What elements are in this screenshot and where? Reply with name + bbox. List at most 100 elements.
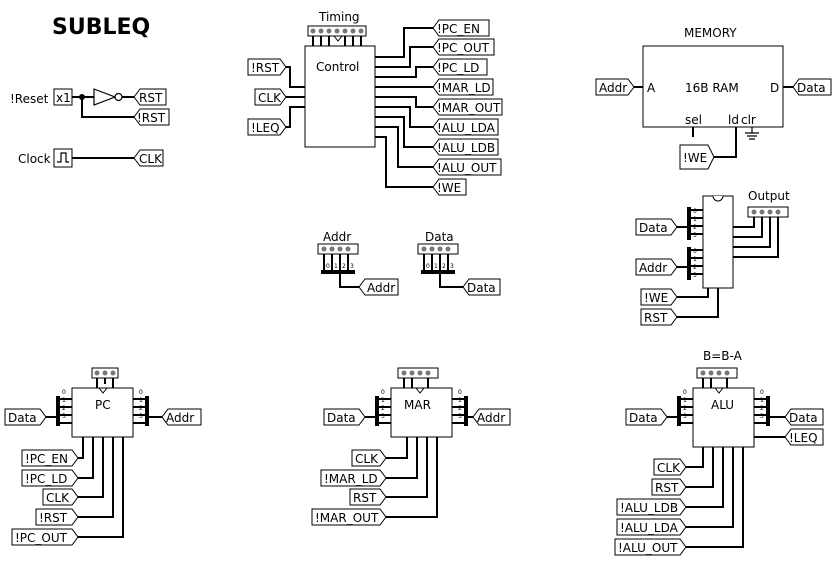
tunnel-memory-addr[interactable]: Addr <box>595 78 635 96</box>
tunnel-control-nmar-ld-label: !MAR_LD <box>437 81 491 95</box>
svg-text:0: 0 <box>326 263 330 270</box>
svg-text:3: 3 <box>62 413 66 420</box>
alu-unit[interactable] <box>692 387 755 448</box>
tunnel-pc-addr[interactable]: Addr <box>161 408 202 426</box>
circuit-title: SUBLEQ <box>52 15 150 40</box>
tunnel-pc-clk[interactable]: CLK <box>42 488 79 506</box>
svg-text:0: 0 <box>139 389 143 396</box>
tunnel-output-nwe[interactable]: !WE <box>640 288 678 306</box>
tunnel-nrst[interactable]: !RST <box>133 108 170 126</box>
output-register[interactable] <box>702 195 734 289</box>
tunnel-control-nrst[interactable]: !RST <box>247 58 287 76</box>
output-data-bus-in <box>687 207 703 240</box>
tunnel-memory-nwe[interactable]: !WE <box>679 144 715 170</box>
tunnel-alu-data-in[interactable]: Data <box>625 408 668 426</box>
tunnel-clk[interactable]: CLK <box>133 149 164 167</box>
not-gate[interactable] <box>93 88 123 106</box>
output-connector <box>747 206 789 218</box>
tunnel-alu-nalu-ldb[interactable]: !ALU_LDB <box>616 498 687 516</box>
svg-text:3: 3 <box>381 413 385 420</box>
memory-port-a: A <box>647 81 656 95</box>
tunnel-control-npc-out[interactable]: !PC_OUT <box>432 38 495 56</box>
svg-text:0: 0 <box>760 389 764 396</box>
tunnel-mar-clk[interactable]: CLK <box>351 449 387 467</box>
tunnel-control-nleq-label: !LEQ <box>251 121 280 135</box>
tunnel-memory-data-label: Data <box>797 81 826 95</box>
tunnel-alu-nalu-out[interactable]: !ALU_OUT <box>614 538 687 556</box>
pc-register[interactable] <box>71 387 134 438</box>
tunnel-mar-nmar-ld-label: !MAR_LD <box>324 472 378 486</box>
tunnel-control-npc-ld[interactable]: !PC_LD <box>432 58 488 76</box>
pc-data-bus-in <box>56 396 72 426</box>
tunnel-control-clk-label: CLK <box>258 91 282 105</box>
tunnel-control-clk[interactable]: CLK <box>254 88 287 106</box>
tunnel-output-data[interactable]: Data <box>635 218 678 236</box>
tunnel-memory-data[interactable]: Data <box>792 78 832 96</box>
svg-text:1: 1 <box>334 263 338 270</box>
svg-text:1: 1 <box>693 256 697 263</box>
tunnel-addr-splitter[interactable]: Addr <box>358 278 399 296</box>
tunnel-pc-npc-ld[interactable]: !PC_LD <box>21 469 79 487</box>
reset-input-value: x1 <box>56 91 71 105</box>
memory-port-clr: clr <box>741 113 756 127</box>
tunnel-control-npc-en[interactable]: !PC_EN <box>432 19 490 37</box>
tunnel-mar-addr-label: Addr <box>477 411 505 425</box>
tunnel-alu-clk[interactable]: CLK <box>653 458 687 476</box>
memory-ram-label: 16B RAM <box>685 81 739 95</box>
tunnel-pc-data[interactable]: Data <box>4 408 47 426</box>
pc-register-label: PC <box>95 398 111 412</box>
tunnel-memory-addr-label: Addr <box>599 81 627 95</box>
tunnel-control-nwe[interactable]: !WE <box>432 178 467 196</box>
tunnel-mar-addr[interactable]: Addr <box>472 408 511 426</box>
memory-ram[interactable] <box>642 45 784 128</box>
tunnel-alu-rst[interactable]: RST <box>651 478 687 496</box>
alu-top-label: B=B-A <box>703 349 743 363</box>
tunnel-output-rst-label: RST <box>644 311 668 325</box>
clock-input-label: Clock <box>18 152 51 166</box>
output-label: Output <box>748 189 790 203</box>
svg-text:2: 2 <box>442 263 446 270</box>
addr-splitter[interactable] <box>317 243 359 274</box>
data-splitter[interactable] <box>417 243 459 274</box>
tunnel-pc-npc-en[interactable]: !PC_EN <box>21 449 79 467</box>
svg-text:2: 2 <box>693 224 697 231</box>
tunnel-mar-nmar-out[interactable]: !MAR_OUT <box>311 508 387 526</box>
tunnel-alu-data-in-label: Data <box>629 411 658 425</box>
svg-text:1: 1 <box>683 397 687 404</box>
svg-text:2: 2 <box>693 264 697 271</box>
mar-register[interactable] <box>390 387 453 438</box>
svg-text:2: 2 <box>139 405 143 412</box>
tunnel-alu-nalu-lda[interactable]: !ALU_LDA <box>616 518 687 536</box>
pin-numbers: 0 1 2 3 0 1 2 3 0 1 2 3 0 1 2 3 0 1 2 3 … <box>62 208 764 420</box>
tunnel-alu-nleq[interactable]: !LEQ <box>784 428 824 446</box>
tunnel-pc-npc-out[interactable]: !PC_OUT <box>11 528 79 546</box>
tunnel-mar-rst[interactable]: RST <box>349 488 387 506</box>
tunnel-alu-data-out[interactable]: Data <box>784 408 824 426</box>
tunnel-output-rst[interactable]: RST <box>640 308 678 326</box>
tunnel-mar-nmar-ld[interactable]: !MAR_LD <box>320 469 387 487</box>
tunnel-control-nalu-lda[interactable]: !ALU_LDA <box>432 118 499 136</box>
mar-addr-bus-out <box>452 396 468 426</box>
tunnel-data-splitter[interactable]: Data <box>462 278 501 296</box>
svg-text:1: 1 <box>381 397 385 404</box>
tunnel-alu-rst-label: RST <box>655 481 679 495</box>
tunnel-pc-nrst[interactable]: !RST <box>35 508 79 526</box>
tunnel-rst[interactable]: RST <box>133 88 167 106</box>
tunnel-control-nalu-out[interactable]: !ALU_OUT <box>432 158 502 176</box>
svg-text:2: 2 <box>381 405 385 412</box>
tunnel-control-nmar-out[interactable]: !MAR_OUT <box>432 98 503 116</box>
tunnel-control-nmar-ld[interactable]: !MAR_LD <box>432 78 494 96</box>
clock-source[interactable] <box>53 148 73 168</box>
svg-text:3: 3 <box>683 413 687 420</box>
tunnel-output-addr[interactable]: Addr <box>635 258 678 276</box>
tunnel-control-nalu-ldb[interactable]: !ALU_LDB <box>432 138 499 156</box>
reset-input-pin[interactable]: x1 <box>53 88 73 106</box>
control-unit[interactable] <box>304 45 376 148</box>
mar-data-bus-in <box>375 396 391 426</box>
tunnel-control-nleq[interactable]: !LEQ <box>247 118 287 136</box>
tunnel-alu-clk-label: CLK <box>657 461 681 475</box>
tunnel-mar-data[interactable]: Data <box>323 408 366 426</box>
svg-text:3: 3 <box>760 413 764 420</box>
tunnel-control-nalu-ldb-label: !ALU_LDB <box>437 141 495 155</box>
